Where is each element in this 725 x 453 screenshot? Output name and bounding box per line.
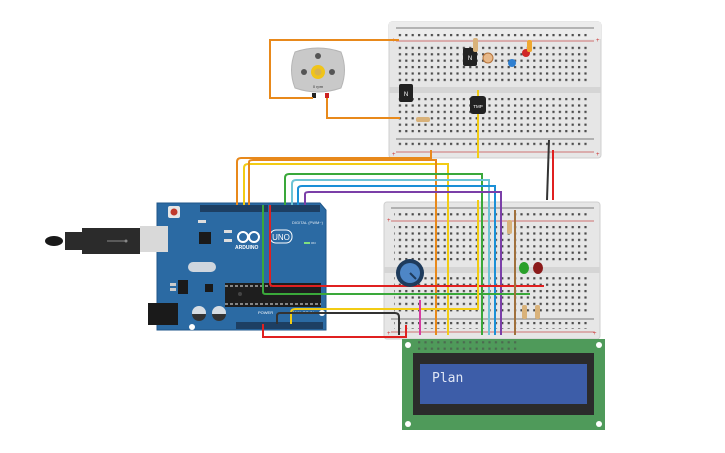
lcd-text: Plan bbox=[432, 371, 463, 386]
resistor[interactable] bbox=[522, 305, 527, 319]
arduino-logo-icon bbox=[237, 231, 260, 243]
arduino-uno[interactable]: DIGITAL (PWM~) ARDUINO UNO ON POWER ANAL… bbox=[148, 202, 327, 331]
resistor[interactable] bbox=[416, 117, 430, 122]
photoresistor[interactable] bbox=[482, 52, 494, 64]
temperature-sensor[interactable]: TMP bbox=[470, 96, 486, 114]
dc-motor[interactable]: 0 rpm bbox=[291, 47, 345, 98]
wires bbox=[236, 39, 554, 338]
transistor-label: N bbox=[468, 56, 472, 62]
power-jack bbox=[148, 303, 178, 325]
rail-plus-label: + bbox=[387, 331, 391, 337]
breadboard-bottom[interactable]: + + + bbox=[383, 201, 601, 340]
resistor[interactable] bbox=[535, 305, 540, 319]
usb-icon bbox=[107, 239, 128, 243]
rail-plus-label: + bbox=[387, 218, 391, 224]
led-green[interactable] bbox=[519, 262, 529, 274]
rail-plus-label: + bbox=[593, 331, 597, 337]
rail-plus-label: + bbox=[596, 38, 600, 44]
lcd-display[interactable]: Plan bbox=[402, 339, 605, 430]
tmp-label: TMP bbox=[473, 104, 483, 109]
rail-plus-label: + bbox=[596, 152, 600, 158]
motor-rpm-label: 0 rpm bbox=[313, 84, 324, 89]
resistor[interactable] bbox=[527, 40, 532, 52]
resistor[interactable] bbox=[507, 220, 512, 234]
rail-plus-label: + bbox=[392, 152, 396, 158]
on-label: ON bbox=[311, 241, 316, 245]
potentiometer[interactable] bbox=[396, 259, 424, 287]
brand-label: ARDUINO bbox=[235, 245, 258, 251]
power-label: POWER bbox=[258, 310, 273, 315]
transistor-2[interactable]: N bbox=[399, 84, 413, 102]
led-dark-red[interactable] bbox=[533, 262, 543, 274]
digital-label: DIGITAL (PWM~) bbox=[292, 220, 324, 225]
model-label: UNO bbox=[272, 233, 290, 242]
transistor-label: N bbox=[404, 92, 408, 98]
breadboard-top[interactable]: + + + + bbox=[388, 21, 602, 159]
usb-cable[interactable] bbox=[45, 226, 168, 254]
resistor[interactable] bbox=[473, 38, 478, 52]
led-blue[interactable] bbox=[508, 59, 516, 67]
gear-icon bbox=[311, 65, 325, 79]
transistor-1[interactable]: N bbox=[463, 48, 477, 66]
